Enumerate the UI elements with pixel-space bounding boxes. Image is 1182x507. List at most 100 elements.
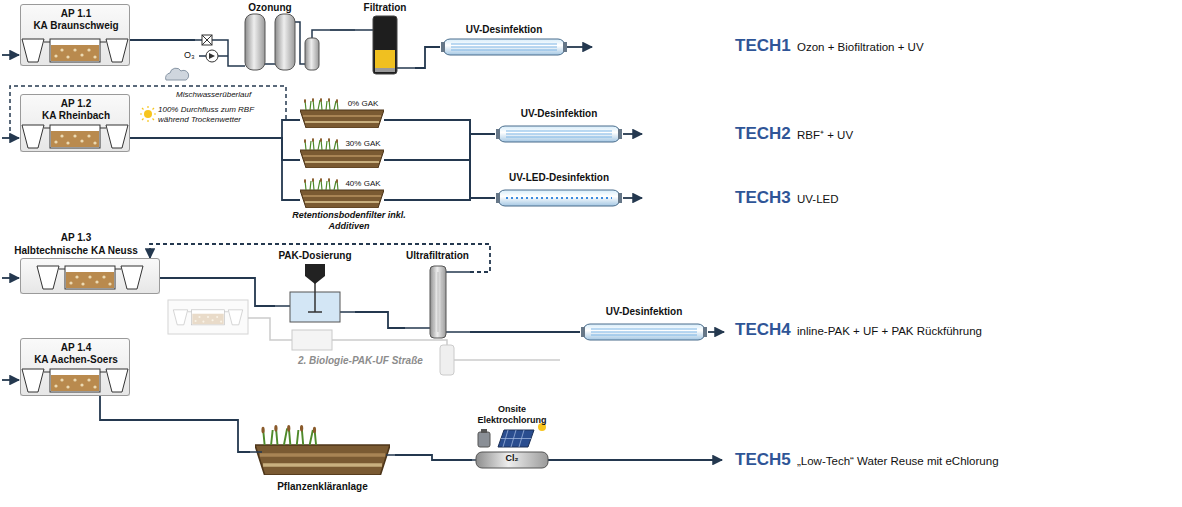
pipe-connector xyxy=(470,331,580,333)
rain-cloud xyxy=(166,68,189,80)
pipe-connector xyxy=(384,160,495,198)
outflow-arrow xyxy=(548,459,722,461)
filter-column: Filtration xyxy=(355,0,415,78)
pipe-connector xyxy=(384,120,495,134)
ultrafiltration-module xyxy=(430,266,446,338)
second-line-ghost xyxy=(173,310,242,325)
uv-led-reactor: UV-LED-Desinfektion xyxy=(495,172,623,208)
filter-bed xyxy=(300,98,384,208)
outflow-arrow xyxy=(623,197,642,199)
plant-box-ground xyxy=(20,94,130,152)
ghost-line-label: 2. Biologie-PAK-UF Straße xyxy=(298,355,423,367)
constructed-wetland xyxy=(250,452,395,455)
ozonation-unit xyxy=(275,14,295,70)
pac-dosing-tank xyxy=(308,282,322,312)
pipe-connector xyxy=(130,138,300,160)
node-label: KA Aachen-Soers xyxy=(21,354,131,366)
outflow-arrow xyxy=(623,133,642,135)
plant-box-ground xyxy=(20,4,130,66)
pipe-connector xyxy=(160,278,275,306)
tech-description: Ozon + Biofiltration + UV xyxy=(797,41,924,55)
plant-box: AP 1.1KA Braunschweig xyxy=(20,4,130,66)
node-label: Onsite Elektrochlorung xyxy=(472,404,552,426)
inflow-arrow xyxy=(2,379,19,381)
node-label: AP 1.1 xyxy=(21,8,131,20)
clarifier-symbol xyxy=(22,125,128,148)
node-label: Ultrafiltration xyxy=(400,250,475,262)
pipe-connector xyxy=(384,198,495,200)
pipe-connector xyxy=(100,396,250,452)
node-label: KA Braunschweig xyxy=(21,20,131,32)
electrochlorination-unit xyxy=(501,430,531,447)
node-label: 0% GAK xyxy=(342,99,384,109)
inflow-arrow xyxy=(2,55,19,380)
pipe-connector xyxy=(384,134,495,160)
node-label: Retentionsbodenfilter inkl. Additiven xyxy=(288,210,410,232)
tech-description: UV-LED xyxy=(797,193,839,207)
constructed-wetland xyxy=(250,425,395,475)
electrochlorination-unit: Onsite ElektrochlorungCl₂ xyxy=(472,404,552,470)
uv-reactor xyxy=(441,39,707,340)
ozonation-unit xyxy=(195,14,330,70)
node-label: PAK-Dosierung xyxy=(275,250,355,262)
outflow-arrow xyxy=(708,331,724,333)
tech-description: inline-PAK + UF + PAK Rückführung xyxy=(797,325,982,339)
plant-box-ground xyxy=(20,338,130,396)
filter-column xyxy=(373,16,397,74)
tech-description: RBF⁺ + UV xyxy=(797,129,853,143)
node-label: Pflanzenkläranlage xyxy=(250,481,395,493)
tech-code: TECH1 xyxy=(735,36,791,56)
ozonation-unit xyxy=(305,38,319,70)
pac-dosing-tank xyxy=(305,264,325,284)
constructed-wetland: Pflanzenkläranlage xyxy=(250,425,395,497)
note-label: Mischwasserüberlauf xyxy=(176,90,251,100)
filter-column xyxy=(375,50,395,68)
tech-code: TECH4 xyxy=(735,320,791,340)
return-line xyxy=(150,244,490,272)
plant-box: AP 1.4KA Aachen-Soers xyxy=(20,338,130,396)
node-label: Cl₂ xyxy=(472,453,552,464)
rain-cloud xyxy=(166,68,189,80)
pipe-connector xyxy=(355,312,405,328)
filter-column xyxy=(355,16,415,74)
inflow-arrow xyxy=(2,54,19,56)
ozonation-unit xyxy=(202,35,212,45)
sun-symbol xyxy=(140,106,156,122)
tech-code: TECH2 xyxy=(735,124,791,144)
tech-code: TECH5 xyxy=(735,450,791,470)
ozonation-unit xyxy=(206,50,218,62)
node-label: UV-LED-Desinfektion xyxy=(495,172,623,184)
plant-box: AP 1.3Halbtechnische KA Neuss xyxy=(20,258,160,294)
uv-led-reactor xyxy=(496,190,622,206)
plant-box-ground xyxy=(20,258,160,294)
filter-bed xyxy=(300,138,384,168)
node-label: 40% GAK xyxy=(342,179,384,189)
filter-bed xyxy=(300,98,384,128)
plant-box-ground xyxy=(20,4,160,396)
pipe-connector xyxy=(130,39,195,41)
pac-dosing-tank: PAK-Dosierung xyxy=(275,250,355,324)
ozonation-unit xyxy=(202,35,212,45)
outflow-arrow xyxy=(567,46,592,48)
pipe-connector xyxy=(384,120,495,198)
pipe-connector xyxy=(330,29,355,31)
sun-symbol xyxy=(140,106,156,122)
filter-bed xyxy=(300,178,384,208)
ozonation-unit xyxy=(209,53,215,59)
uv-reactor: UV-Desinfektion xyxy=(495,108,623,144)
electrochlorination-unit xyxy=(478,432,490,447)
uv-reactor xyxy=(581,324,707,340)
ozonation-unit: Ozonung xyxy=(195,2,330,76)
node-label: Filtration xyxy=(350,2,420,14)
node-label: AP 1.2 xyxy=(21,98,131,110)
sun-symbol xyxy=(144,110,152,118)
inflow-arrow xyxy=(2,277,19,279)
pipe-connector xyxy=(384,134,495,200)
node-label: Halbtechnische KA Neuss xyxy=(6,245,146,257)
filter-bed: 0% GAK xyxy=(300,98,384,128)
node-label: KA Rheinbach xyxy=(21,110,131,122)
electrochlorination-unit xyxy=(481,429,487,433)
chemical-label: O₃ xyxy=(184,50,195,61)
second-line-ghost xyxy=(168,300,560,375)
ultrafiltration-module xyxy=(405,272,470,332)
